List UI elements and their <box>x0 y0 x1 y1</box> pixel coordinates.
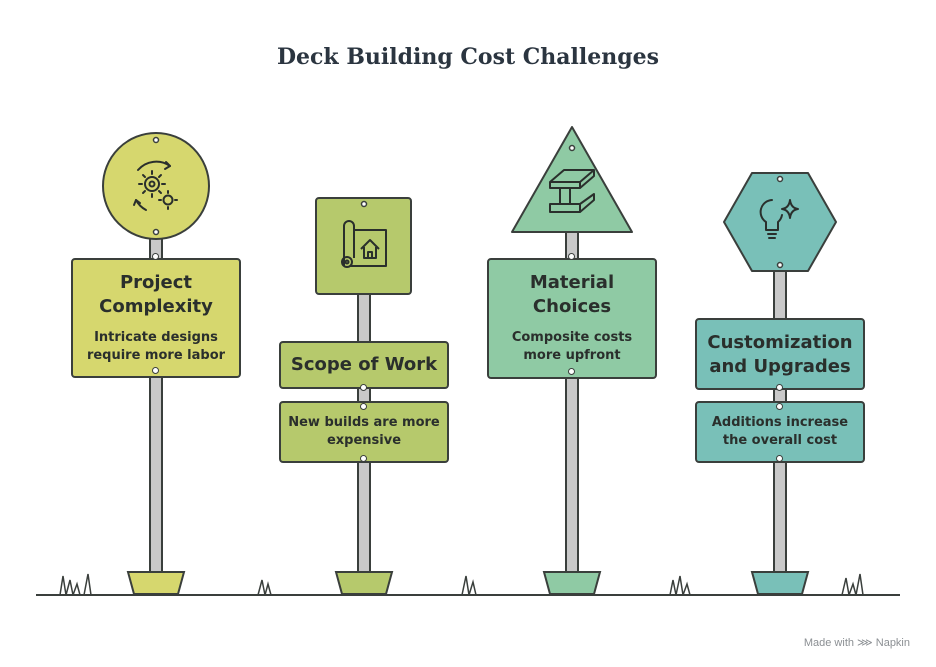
post-base <box>126 571 186 595</box>
sign-heading: Customization and Upgrades <box>697 331 863 379</box>
bolt <box>152 367 159 374</box>
bolt <box>568 253 575 260</box>
post-base <box>334 571 394 595</box>
bolt <box>152 253 159 260</box>
bolt <box>360 455 367 462</box>
bolt <box>360 403 367 410</box>
lightbulb-sparkle-icon <box>759 199 799 239</box>
sign-heading-line: Project <box>119 272 193 293</box>
sign-scope-of-work: Scope of Work <box>279 341 449 389</box>
blueprint-house-icon <box>341 220 387 268</box>
sign-description-line: the overall cost <box>722 433 838 448</box>
bolt <box>776 384 783 391</box>
grass-icon <box>461 575 477 596</box>
sign-description-line: Composite costs <box>511 330 633 345</box>
sign-project-complexity: Project Complexity Intricate designs req… <box>71 258 241 378</box>
sign-description-line: expensive <box>326 433 402 448</box>
circle-sign <box>102 132 210 240</box>
grass-icon <box>257 579 272 596</box>
sign-description: Intricate designs require more labor <box>73 329 239 365</box>
sign-customization-description: Additions increase the overall cost <box>695 401 865 463</box>
grass-icon <box>841 573 864 596</box>
square-sign <box>315 197 412 295</box>
sign-description: Additions increase the overall cost <box>697 414 863 450</box>
gears-cycle-icon <box>133 160 178 211</box>
sign-description: Composite costs more upfront <box>489 329 655 365</box>
sign-description-line: New builds are more <box>288 415 440 430</box>
sign-description-line: Additions increase <box>711 415 849 430</box>
napkin-credit: Made with ⋙ Napkin <box>803 637 910 649</box>
sign-description: New builds are more expensive <box>281 414 447 450</box>
sign-heading-line: Complexity <box>99 296 213 317</box>
post-base <box>750 571 810 595</box>
grass-icon <box>669 575 691 596</box>
sign-heading-line: Material <box>529 272 615 293</box>
sign-heading-line: and Upgrades <box>709 356 851 377</box>
bolt <box>360 384 367 391</box>
sign-heading-line: Customization <box>707 332 853 353</box>
bolt <box>568 368 575 375</box>
sign-description-line: Intricate designs <box>94 330 218 345</box>
sign-scope-of-work-description: New builds are more expensive <box>279 401 449 463</box>
sign-heading-line: Choices <box>532 296 612 317</box>
sign-heading: Material Choices <box>489 271 655 319</box>
ground-line <box>36 573 900 596</box>
sign-material-choices: Material Choices Composite costs more up… <box>487 258 657 379</box>
sign-heading: Scope of Work <box>290 354 438 375</box>
bolt <box>776 455 783 462</box>
sign-heading: Project Complexity <box>73 271 239 319</box>
sign-description-line: require more labor <box>86 348 226 363</box>
post-base <box>542 571 602 595</box>
sign-description-line: more upfront <box>523 348 621 363</box>
triangle-sign <box>511 126 633 233</box>
hexagon-sign <box>723 172 837 272</box>
sign-customization-and-upgrades: Customization and Upgrades <box>695 318 865 390</box>
grass-icon <box>59 573 92 596</box>
page-title: Deck Building Cost Challenges <box>276 44 660 70</box>
bolt <box>776 403 783 410</box>
beam-material-icon <box>549 169 595 213</box>
